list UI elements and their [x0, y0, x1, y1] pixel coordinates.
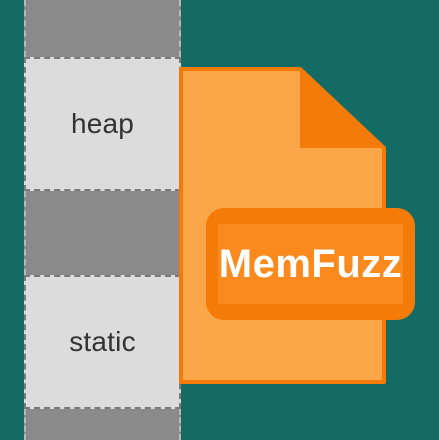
logo-badge-inner: MemFuzz — [218, 224, 403, 304]
memory-segment-middle — [24, 191, 181, 275]
static-label: static — [69, 326, 136, 357]
memory-column: heap static — [24, 0, 181, 440]
logo-badge: MemFuzz — [206, 208, 415, 320]
file-corner-fold — [300, 69, 384, 148]
memory-segment-top — [24, 0, 181, 57]
memory-segment-bottom — [24, 409, 181, 440]
logo-text: MemFuzz — [218, 242, 403, 286]
memory-segment-static: static — [24, 275, 181, 409]
heap-label: heap — [70, 108, 135, 139]
